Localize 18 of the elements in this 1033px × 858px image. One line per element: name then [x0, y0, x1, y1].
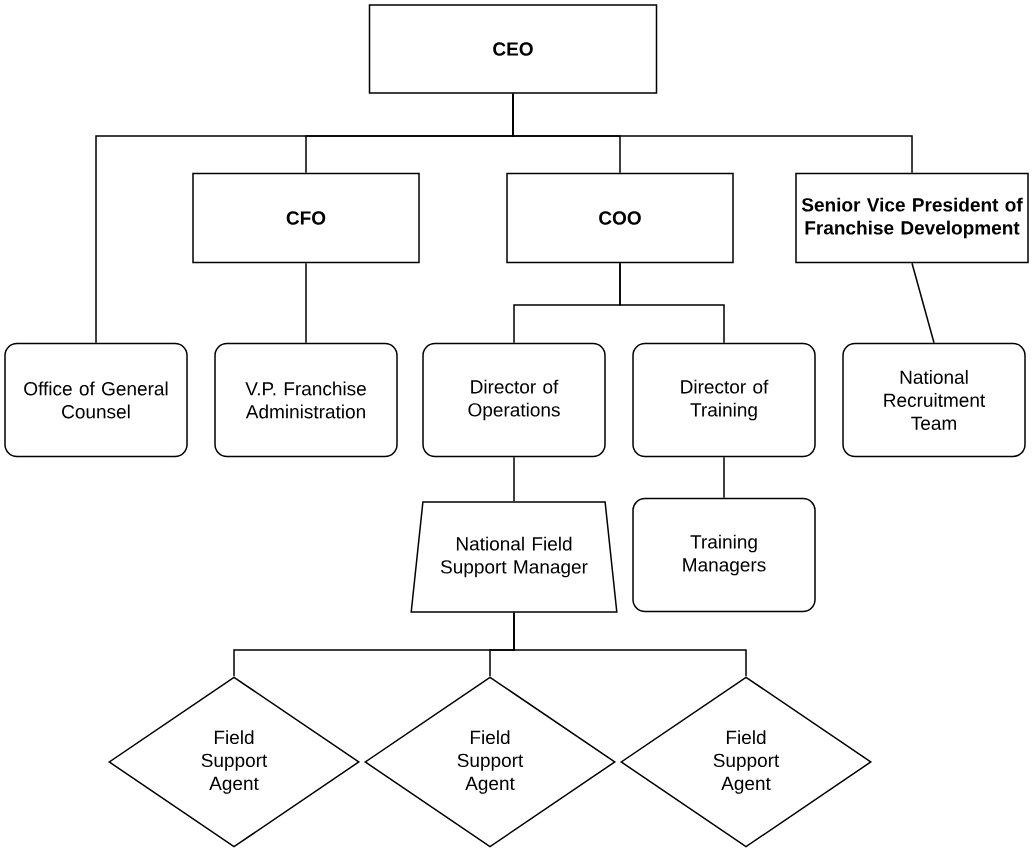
- department-box: Training Managers: [632, 497, 816, 613]
- department-box: Office of General Counsel: [4, 342, 188, 458]
- connector-line: [911, 262, 935, 344]
- connector-line: [513, 612, 747, 677]
- executive-box: CFO: [192, 172, 420, 264]
- manager-trapezoid: National Field Support Manager: [410, 501, 618, 613]
- department-box: V.P. Franchise Administration: [214, 342, 398, 458]
- department-box: National Recruitment Team: [842, 342, 1026, 458]
- connector-line: [305, 262, 307, 344]
- executive-box: CEO: [368, 4, 658, 94]
- connector-line: [513, 456, 515, 502]
- department-box: Director of Training: [632, 342, 816, 458]
- department-box: Director of Operations: [422, 342, 606, 458]
- executive-box: Senior Vice President of Franchise Development: [795, 172, 1029, 264]
- connector-line: [723, 456, 725, 499]
- connector-line: [512, 93, 913, 174]
- connector-line: [619, 262, 725, 344]
- executive-box: COO: [506, 172, 734, 264]
